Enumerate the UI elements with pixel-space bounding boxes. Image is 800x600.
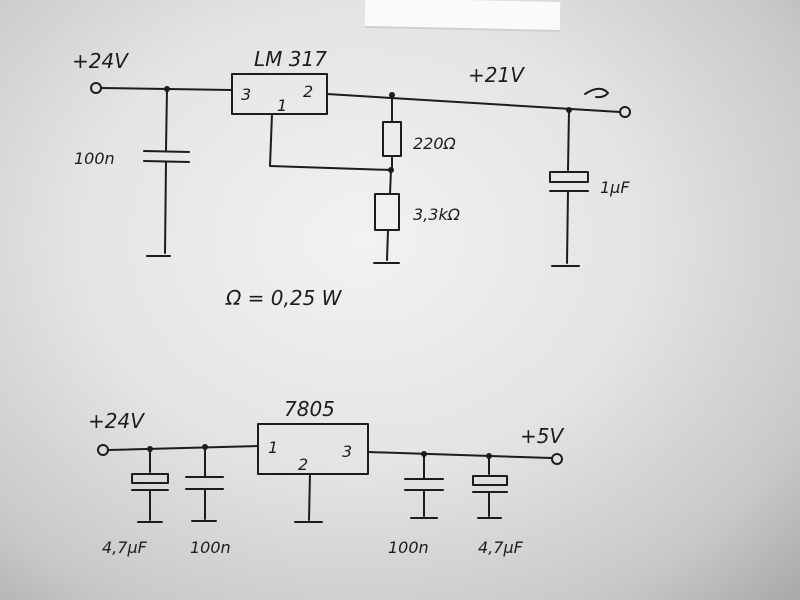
output-arrow-icon [584, 87, 609, 99]
r2-label: 3,3kΩ [413, 205, 461, 224]
7805-pin1: 1 [268, 438, 278, 457]
resistor-r2 [373, 169, 400, 264]
7805-regulator [257, 423, 369, 475]
top-vout-label: +21V [468, 63, 525, 87]
7805-pin3: 3 [342, 442, 352, 461]
bottom-capacitor-c2 [185, 446, 224, 522]
r1-label: 220Ω [413, 134, 457, 153]
top-cout-label: 1µF [600, 178, 630, 197]
7805-label: 7805 [284, 397, 335, 421]
lm317-pin2: 2 [303, 82, 313, 101]
bottom-capacitor-c4 [472, 455, 508, 519]
top-output-wire [326, 93, 621, 113]
power-rating-note: Ω = 0,25 W [225, 286, 343, 310]
bottom-capacitor-c1 [131, 448, 169, 523]
bottom-input-wire [107, 445, 259, 451]
bottom-output-wire [367, 451, 553, 459]
lm317-label: LM 317 [254, 47, 327, 71]
bottom-capacitor-c3 [404, 453, 444, 519]
7805-circuit: +24V 4,7µF 100n 7805 1 2 3 [88, 397, 564, 557]
lm317-pin3: 3 [241, 85, 251, 104]
top-output-capacitor [549, 109, 589, 267]
top-cin-label: 100n [74, 149, 115, 168]
top-vin-label: +24V [72, 49, 129, 73]
lm317-pin1: 1 [277, 96, 287, 115]
bottom-vout-label: +5V [520, 424, 564, 448]
bottom-c4-label: 4,7µF [478, 538, 524, 557]
top-output-terminal [619, 106, 631, 118]
bottom-c2-label: 100n [190, 538, 231, 557]
bottom-vin-label: +24V [88, 409, 145, 433]
bottom-c1-label: 4,7µF [102, 538, 148, 557]
7805-ground-wire [308, 473, 311, 521]
bottom-input-terminal [97, 444, 109, 456]
lm317-circuit: +24V 100n LM 317 3 2 1 +21V [72, 47, 631, 310]
top-input-capacitor [143, 88, 190, 257]
bottom-c3-label: 100n [388, 538, 429, 557]
bottom-output-terminal [551, 453, 563, 465]
top-input-terminal [90, 82, 102, 94]
resistor-r1 [382, 94, 402, 171]
adjust-wire [269, 113, 392, 171]
7805-pin2: 2 [298, 455, 308, 474]
